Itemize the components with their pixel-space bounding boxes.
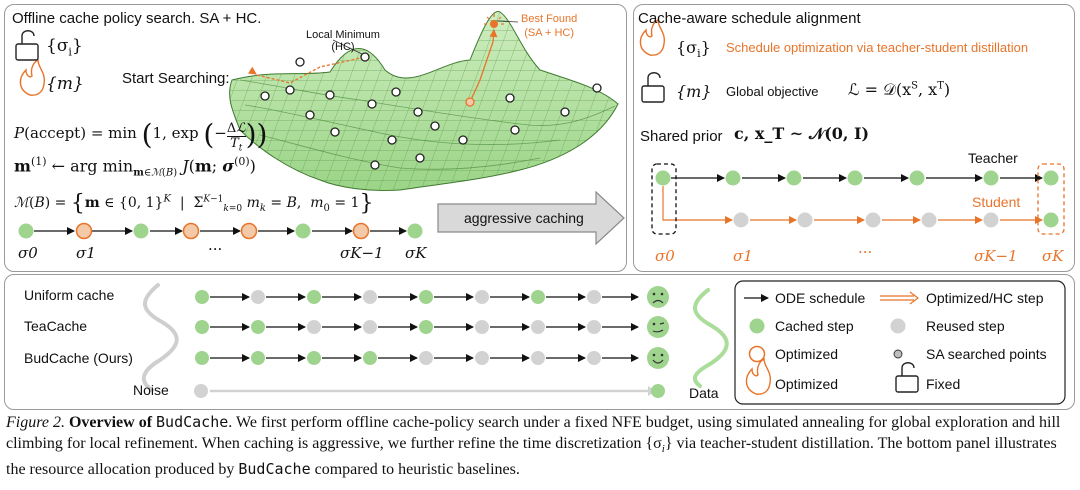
student-label: Student bbox=[972, 194, 1021, 210]
budget-set-equation: ℳ(B) = {m ∈ {0, 1}K | ΣK−1k=0 mk = B, m0… bbox=[14, 191, 374, 216]
local-minimum-label: Local Minimum(HC) bbox=[306, 29, 380, 53]
cached-step-dot bbox=[195, 351, 209, 365]
teacher-row bbox=[655, 170, 1059, 186]
right-sigma-k-1: σK−1 bbox=[974, 247, 1018, 265]
legend-cached-step: Cached step bbox=[775, 318, 854, 334]
left-sigma-k-1: σK−1 bbox=[340, 244, 384, 262]
reused-step-dot bbox=[363, 320, 377, 334]
student-row bbox=[651, 163, 1065, 235]
legend-optimized-hc: Optimized/HC step bbox=[926, 290, 1044, 306]
right-panel-title: Cache-aware schedule alignment bbox=[638, 10, 861, 27]
right-sigma-dots: ··· bbox=[858, 243, 873, 261]
sigma-set-label: {σi} bbox=[46, 36, 83, 59]
reused-step-dot bbox=[587, 320, 601, 334]
reused-step-dot bbox=[531, 351, 545, 365]
legend-ode-schedule: ODE schedule bbox=[775, 290, 866, 306]
frown-face-icon bbox=[647, 286, 669, 308]
figure-caption: Figure 2. Overview of BudCache. We first… bbox=[6, 413, 1061, 479]
sa-searched-points bbox=[260, 52, 602, 170]
right-sigma-0: σ0 bbox=[655, 247, 675, 265]
shared-prior-label: Shared prior bbox=[640, 128, 723, 145]
reused-step-dot bbox=[307, 320, 321, 334]
cached-step-dot bbox=[251, 320, 265, 334]
cached-step-dot bbox=[195, 290, 209, 304]
noise-label: Noise bbox=[133, 382, 169, 398]
budcache-label: BudCache (Ours) bbox=[24, 350, 133, 366]
aggressive-caching-label: aggressive caching bbox=[464, 210, 584, 226]
left-sigma-1: σ1 bbox=[76, 244, 96, 262]
teacher-label: Teacher bbox=[968, 150, 1018, 166]
global-objective-label: Global objective bbox=[726, 84, 819, 99]
argmin-equation: m(1) ← arg minm∈ℳ(B) J(m; σ(0)) bbox=[14, 155, 256, 179]
schedule-optimization-label: Schedule optimization via teacher-studen… bbox=[726, 40, 1029, 55]
start-searching-label: Start Searching: bbox=[122, 70, 230, 87]
best-found-star-icon bbox=[484, 14, 504, 28]
noise-row bbox=[194, 384, 665, 398]
cached-step-dot bbox=[419, 290, 433, 304]
left-sigma-0: σ0 bbox=[18, 244, 38, 262]
uniform-cache-row bbox=[195, 290, 639, 304]
legend-optimized: Optimized bbox=[775, 346, 839, 362]
smile-face-icon bbox=[647, 347, 669, 369]
right-m-set: {m} bbox=[676, 82, 712, 101]
reused-step-dot bbox=[475, 290, 489, 304]
teacache-label: TeaCache bbox=[24, 318, 88, 334]
double-arrow-icon bbox=[880, 291, 919, 305]
legend-optimized-flame: Optimized bbox=[775, 376, 839, 392]
cached-step-dot bbox=[307, 290, 321, 304]
right-sigma-k: σK bbox=[1042, 247, 1064, 265]
cached-step-dot bbox=[307, 351, 321, 365]
cached-step-dot bbox=[195, 320, 209, 334]
reused-step-dot bbox=[475, 351, 489, 365]
reused-step-dot bbox=[531, 320, 545, 334]
reused-step-dot bbox=[475, 320, 489, 334]
legend-fixed: Fixed bbox=[926, 376, 961, 392]
reused-step-dot bbox=[587, 351, 601, 365]
left-sigma-dots: ··· bbox=[208, 240, 223, 258]
cached-step-dot bbox=[251, 351, 265, 365]
aggressive-caching-arrow bbox=[437, 190, 625, 246]
reused-step-dot bbox=[251, 290, 265, 304]
right-sigma-1: σ1 bbox=[733, 247, 753, 265]
schedule-alignment-panel bbox=[633, 4, 1075, 272]
legend-reused-step: Reused step bbox=[926, 318, 1005, 334]
legend-sa-points: SA searched points bbox=[926, 346, 1047, 362]
left-panel-title: Offline cache policy search. SA + HC. bbox=[12, 10, 262, 27]
search-path bbox=[256, 56, 366, 84]
objective-equation: ℒ = 𝒟(xS, xT) bbox=[848, 80, 951, 99]
unlock-icon bbox=[15, 30, 919, 393]
best-found-label: Best Found(SA + HC) bbox=[521, 13, 578, 39]
shared-prior-equation: c, x_T ∼ 𝒩(0, I) bbox=[734, 124, 870, 143]
left-timeline bbox=[18, 222, 423, 240]
left-sigma-k: σK bbox=[405, 244, 427, 262]
m-set-label: {m} bbox=[46, 74, 84, 94]
reused-step-dot bbox=[587, 290, 601, 304]
noise-bracket bbox=[141, 283, 179, 392]
right-sigma-set: {σi} bbox=[676, 38, 711, 61]
cached-step-dot bbox=[531, 290, 545, 304]
data-bracket bbox=[692, 288, 729, 388]
cached-step-dot bbox=[419, 320, 433, 334]
budcache-row bbox=[195, 351, 639, 365]
teacache-row bbox=[195, 320, 639, 334]
reused-step-dot bbox=[363, 290, 377, 304]
reused-step-dot bbox=[419, 351, 433, 365]
flame-icon bbox=[19, 18, 772, 395]
neutral-face-icon bbox=[647, 316, 669, 338]
uniform-cache-label: Uniform cache bbox=[24, 287, 115, 303]
cached-step-dot bbox=[363, 351, 377, 365]
legend-box bbox=[734, 280, 1066, 405]
data-label: Data bbox=[689, 385, 719, 401]
